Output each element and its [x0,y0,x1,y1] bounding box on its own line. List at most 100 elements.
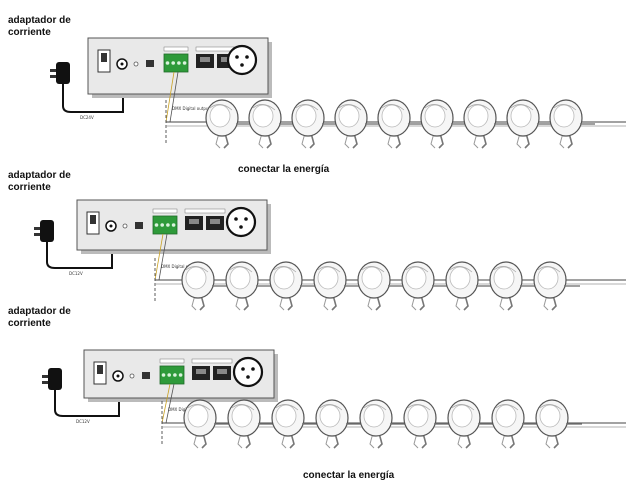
xlr-connector-icon [226,44,258,76]
spotlight-lamp-icon [315,399,349,449]
signal-wire [154,233,164,281]
rj45-contacts [210,219,220,224]
label-line: corriente [8,182,51,193]
wiring-panel-1: DC24V DMX Digital output [50,37,626,149]
signal-wire [158,233,168,281]
spotlight-lamp-icon [205,99,239,149]
spotlight-lamp-icon [445,261,479,311]
xlr-pin [244,217,248,221]
xlr-pin [235,55,239,59]
switch-rocker [90,215,96,224]
terminal-screw [161,373,166,377]
signal-wire [165,383,175,424]
port-label-plate [184,208,226,214]
label-line: adaptador de [8,306,71,317]
rj45-contacts [200,57,210,62]
led-indicator [129,373,135,379]
spotlight-lamp-icon [447,399,481,449]
terminal-label-plate [152,208,178,214]
port-label-plate [195,46,237,52]
spotlight-lamp-icon [491,399,525,449]
terminal-block [152,215,178,235]
spotlight-lamp-icon [225,261,259,311]
terminal-label-plate [163,46,189,52]
led-indicator [133,61,139,67]
terminal-screw [165,61,170,65]
terminal-screw [178,373,183,377]
terminal-screw [167,373,171,377]
dc-jack-pin [109,224,113,228]
signal-wire [165,71,175,123]
signal-wire [161,383,171,424]
power-adapter-label-1: adaptador de corriente [8,15,71,39]
signal-wire [169,71,179,123]
terminal-label-plate [159,358,185,364]
spotlight-lamp-icon [181,261,215,311]
rj45-contacts [217,369,227,374]
dc-voltage-label: DC12V [69,271,83,276]
xlr-pin [239,225,243,229]
spotlight-lamp-icon [183,399,217,449]
spotlight-lamp-icon [291,99,325,149]
dc-voltage-label: DC12V [76,419,90,424]
terminal-screw [177,61,181,65]
usb-port-icon [146,60,154,67]
spotlight-lamp-icon [463,99,497,149]
usb-port-icon [135,222,143,229]
spotlight-lamp-icon [357,261,391,311]
spotlight-lamp-icon [227,399,261,449]
usb-port-icon [142,372,150,379]
dc-jack-pin [120,62,124,66]
switch-rocker [101,53,107,62]
terminal-screw [171,223,176,227]
power-adapter-icon [42,368,62,390]
terminal-screw [182,61,187,65]
label-line: adaptador de [8,170,71,181]
spotlight-lamp-icon [313,261,347,311]
connect-energy-label-2: conectar la energía [303,470,395,481]
spotlight-lamp-icon [506,99,540,149]
spotlight-lamp-icon [401,261,435,311]
label-line: corriente [8,27,51,38]
terminal-screw [171,61,175,65]
power-adapter-icon [34,220,54,242]
spotlight-lamp-icon [420,99,454,149]
spotlight-lamp-icon [403,399,437,449]
spotlight-lamp-icon [377,99,411,149]
led-indicator [122,223,128,229]
connect-energy-label-1: conectar la energía [238,164,330,175]
terminal-screw [166,223,170,227]
rj45-contacts [189,219,199,224]
switch-rocker [97,365,103,374]
rj45-contacts [221,57,231,62]
xlr-pin [245,55,249,59]
spotlight-lamp-icon [334,99,368,149]
signal-output-label: DMX Digital output [172,106,210,111]
dc-voltage-label: DC24V [80,115,94,120]
spotlight-lamp-icon [248,99,282,149]
label-line: adaptador de [8,15,71,26]
terminal-block [163,53,189,73]
xlr-pin [234,217,238,221]
terminal-screw [154,223,159,227]
spotlight-lamp-icon [489,261,523,311]
dc-jack-pin [116,374,120,378]
xlr-pin [246,375,250,379]
spotlight-lamp-icon [535,399,569,449]
xlr-pin [240,63,244,67]
spotlight-lamp-icon [269,261,303,311]
label-line: corriente [8,318,51,329]
power-adapter-label-2: adaptador de corriente [8,170,71,194]
power-cable [46,242,113,269]
spotlight-lamp-icon [533,261,567,311]
terminal-block [159,365,185,385]
xlr-pin [251,367,255,371]
power-adapter-icon [50,62,70,84]
power-cable [54,390,120,417]
rj45-contacts [196,369,206,374]
xlr-connector-icon [225,206,257,238]
port-label-plate [191,358,233,364]
terminal-screw [160,223,164,227]
